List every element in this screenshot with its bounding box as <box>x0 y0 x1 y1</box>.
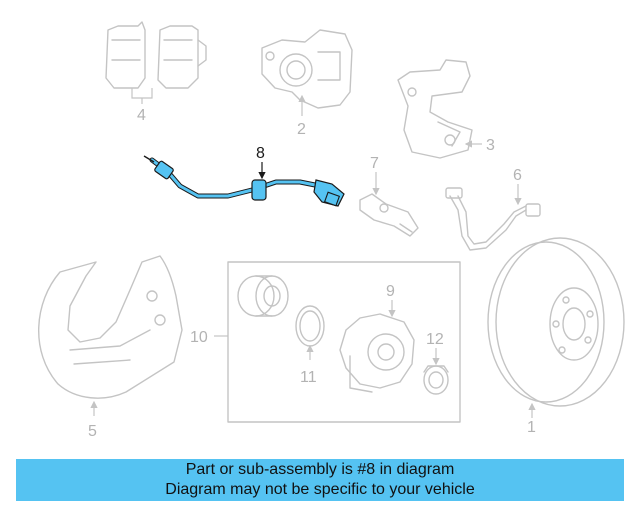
banner-line-part-number: Part or sub-assembly is #8 in diagram <box>185 461 455 478</box>
part-wheel-hub[interactable] <box>339 313 415 393</box>
banner-line-disclaimer: Diagram may not be specific to your vehi… <box>165 481 475 498</box>
part-snap-ring[interactable] <box>295 305 325 347</box>
callout-5: 5 <box>88 423 97 440</box>
callout-8: 8 <box>256 145 265 162</box>
hub-assembly-box <box>227 261 461 423</box>
part-brake-rotor[interactable] <box>487 237 625 407</box>
part-brake-pads[interactable] <box>105 21 207 89</box>
parts-diagram: 1 2 3 4 5 6 7 8 9 10 11 12 <box>38 21 625 440</box>
callout-9: 9 <box>386 283 395 300</box>
part-caliper-bracket[interactable] <box>397 59 473 159</box>
part-brake-hose[interactable] <box>445 187 541 251</box>
callout-1: 1 <box>527 419 536 436</box>
callout-2: 2 <box>297 121 306 138</box>
callout-11: 11 <box>300 369 317 386</box>
part-sensor-clip[interactable] <box>359 193 419 237</box>
part-wheel-bearing[interactable] <box>237 275 289 317</box>
part-splash-shield[interactable] <box>38 255 183 399</box>
callout-4: 4 <box>137 107 146 124</box>
callout-12: 12 <box>426 331 444 348</box>
callout-3: 3 <box>486 137 495 154</box>
part-brake-caliper[interactable] <box>261 29 353 109</box>
callout-7: 7 <box>370 155 379 172</box>
callout-6: 6 <box>513 167 522 184</box>
info-banner: Part or sub-assembly is #8 in diagram Di… <box>16 459 624 501</box>
part-abs-sensor-highlighted[interactable] <box>143 155 345 207</box>
part-axle-nut[interactable] <box>423 365 449 395</box>
callout-10: 10 <box>190 329 208 346</box>
